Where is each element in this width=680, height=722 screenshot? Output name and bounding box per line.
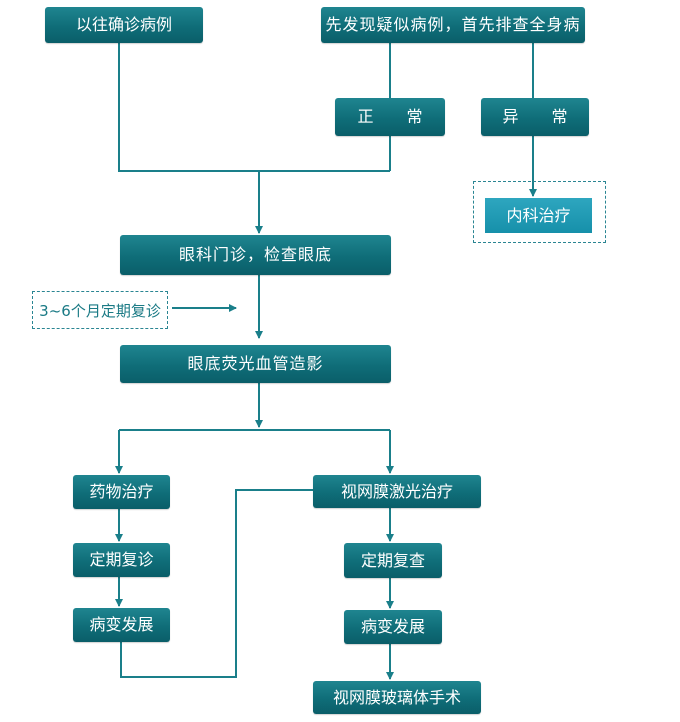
node-laser-treatment: 视网膜激光治疗 xyxy=(313,475,481,508)
node-periodic-recheck: 定期复查 xyxy=(344,543,442,578)
note-followup-interval: 3~6个月定期复诊 xyxy=(32,291,168,329)
internal-medicine-frame xyxy=(473,181,606,243)
node-eye-exam: 眼科门诊，检查眼底 xyxy=(120,235,391,275)
node-abnormal: 异 常 xyxy=(481,98,589,136)
node-progression-right: 病变发展 xyxy=(344,610,442,644)
connector-previous-to-merge xyxy=(118,43,390,172)
node-progression-left: 病变发展 xyxy=(73,608,170,642)
node-previously-diagnosed: 以往确诊病例 xyxy=(45,7,203,43)
connector-progression-to-laser xyxy=(120,489,313,678)
node-periodic-followup: 定期复诊 xyxy=(73,543,170,577)
node-internal-medicine: 内科治疗 xyxy=(485,198,592,233)
node-normal: 正 常 xyxy=(335,98,445,136)
node-drug-treatment: 药物治疗 xyxy=(73,475,170,509)
node-vitrectomy: 视网膜玻璃体手术 xyxy=(313,681,481,714)
node-new-suspected: 先发现疑似病例，首先排查全身病 xyxy=(321,7,585,43)
node-angiography: 眼底荧光血管造影 xyxy=(120,345,391,383)
